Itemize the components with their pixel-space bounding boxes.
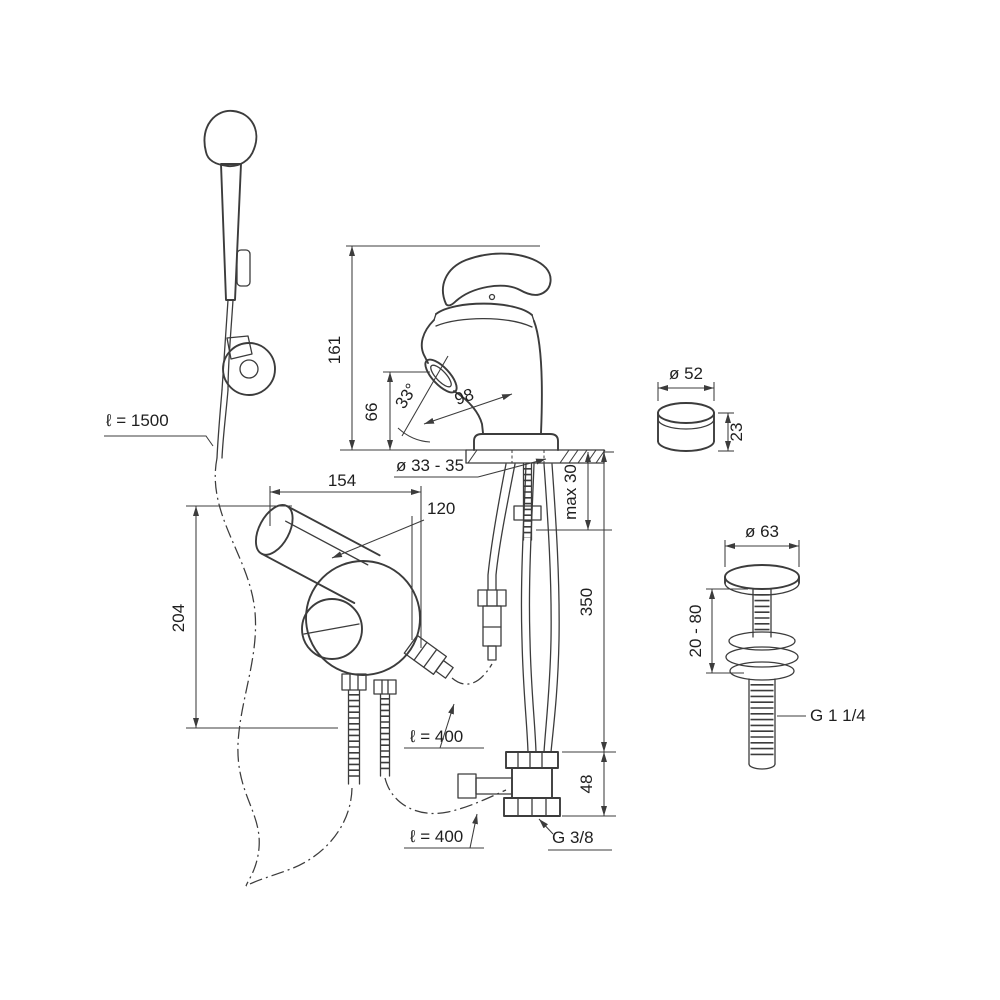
dim-label-mount-hole: ø 33 - 35 bbox=[396, 456, 464, 475]
dim-label-valve-height: 204 bbox=[169, 604, 188, 632]
dim-label-shower-hose-length: ℓ = 1500 bbox=[105, 411, 169, 430]
waste-cap bbox=[724, 564, 800, 590]
dim-label-waste-thread: G 1 1/4 bbox=[810, 706, 866, 725]
hose-valve-to-faucet bbox=[451, 663, 493, 685]
mounting-nut bbox=[513, 505, 542, 521]
check-valve bbox=[477, 589, 507, 661]
dim-elbow-height: 48 bbox=[562, 752, 616, 817]
faucet-base bbox=[473, 433, 559, 451]
valve-body bbox=[305, 560, 421, 676]
dim-label-elbow-height: 48 bbox=[577, 775, 596, 794]
mixing-valve bbox=[254, 504, 507, 815]
dim-mount-hole: ø 33 - 35 bbox=[394, 456, 547, 478]
hand-shower-clip bbox=[236, 249, 251, 287]
dim-hose-mid: ℓ = 400 bbox=[404, 703, 484, 749]
dim-faucet-height: 161 bbox=[325, 245, 540, 451]
dim-cap-dia: ø 52 bbox=[657, 364, 715, 401]
dim-label-spout-height: 66 bbox=[362, 403, 381, 422]
valve-inlet-pipes bbox=[341, 673, 397, 785]
dim-waste-cap-dia: ø 63 bbox=[724, 522, 800, 567]
dim-label-hose-mid: ℓ = 400 bbox=[409, 727, 463, 746]
spout-outlet bbox=[424, 358, 458, 394]
dim-label-valve-width: 154 bbox=[328, 471, 356, 490]
angle-valve bbox=[457, 751, 561, 817]
dim-label-faucet-height: 161 bbox=[325, 336, 344, 364]
dim-label-waste-cap-dia: ø 63 bbox=[745, 522, 779, 541]
hose-valve-to-supply bbox=[384, 777, 507, 815]
lever-dot bbox=[488, 293, 496, 301]
dim-waste-adjust-range: 20 - 80 bbox=[686, 588, 748, 674]
dim-waste-thread: G 1 1/4 bbox=[777, 706, 866, 725]
shower-hose-path bbox=[214, 457, 353, 887]
wall-bracket bbox=[222, 342, 276, 396]
dim-supply-thread: G 3/8 bbox=[538, 818, 612, 851]
hand-shower bbox=[203, 110, 276, 459]
dim-label-hose-bottom: ℓ = 400 bbox=[409, 827, 463, 846]
dim-valve-height: 204 bbox=[169, 505, 338, 729]
dim-label-valve-depth: 120 bbox=[427, 499, 455, 518]
basin-faucet bbox=[420, 252, 559, 451]
dim-hose-bottom: ℓ = 400 bbox=[404, 813, 484, 849]
pop-up-waste bbox=[724, 564, 800, 770]
dim-valve-depth: 120 bbox=[331, 499, 455, 640]
dim-label-below-deck-height: 350 bbox=[577, 588, 596, 616]
dim-label-cap-dia: ø 52 bbox=[669, 364, 703, 383]
valve-knob bbox=[301, 598, 363, 660]
dim-spout-angle: 33° bbox=[391, 355, 449, 443]
valve-cartridge-housing bbox=[254, 504, 381, 604]
cover-cap-part bbox=[657, 402, 715, 452]
dim-spout-reach: 98 bbox=[423, 385, 513, 425]
dim-label-supply-thread: G 3/8 bbox=[552, 828, 594, 847]
valve-outlet-port bbox=[403, 634, 454, 679]
dim-spout-height: 66 bbox=[362, 371, 430, 450]
aerator bbox=[430, 364, 452, 388]
faucet-lever bbox=[441, 252, 552, 307]
dim-deck-thickness: max 30 bbox=[536, 452, 612, 531]
mounting-deck bbox=[465, 449, 606, 464]
dim-label-deck-thickness: max 30 bbox=[561, 464, 580, 520]
dim-shower-hose-length: ℓ = 1500 bbox=[104, 411, 214, 447]
dim-label-cap-height: 23 bbox=[727, 423, 746, 442]
dim-label-spout-angle: 33° bbox=[391, 380, 421, 412]
dim-below-deck-height: 350 bbox=[562, 451, 616, 753]
below-deck-parts bbox=[477, 463, 560, 753]
dim-cap-height: 23 bbox=[718, 412, 746, 452]
dim-valve-width: 154 bbox=[269, 471, 422, 648]
dim-label-waste-adjust-range: 20 - 80 bbox=[686, 605, 705, 658]
